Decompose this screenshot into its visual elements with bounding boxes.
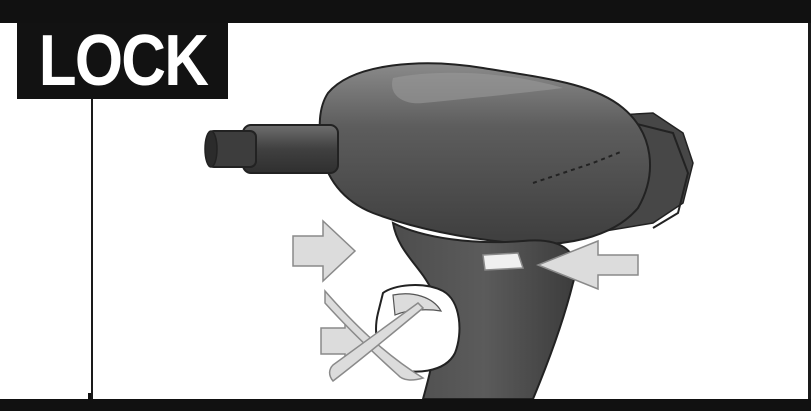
impact-wrench-illustration xyxy=(93,23,808,399)
arrow-right-icon xyxy=(293,221,355,281)
bottom-notch xyxy=(88,393,91,401)
bottom-border xyxy=(0,399,811,411)
anvil xyxy=(205,125,338,173)
top-border xyxy=(0,0,811,23)
direction-lever xyxy=(483,253,523,270)
